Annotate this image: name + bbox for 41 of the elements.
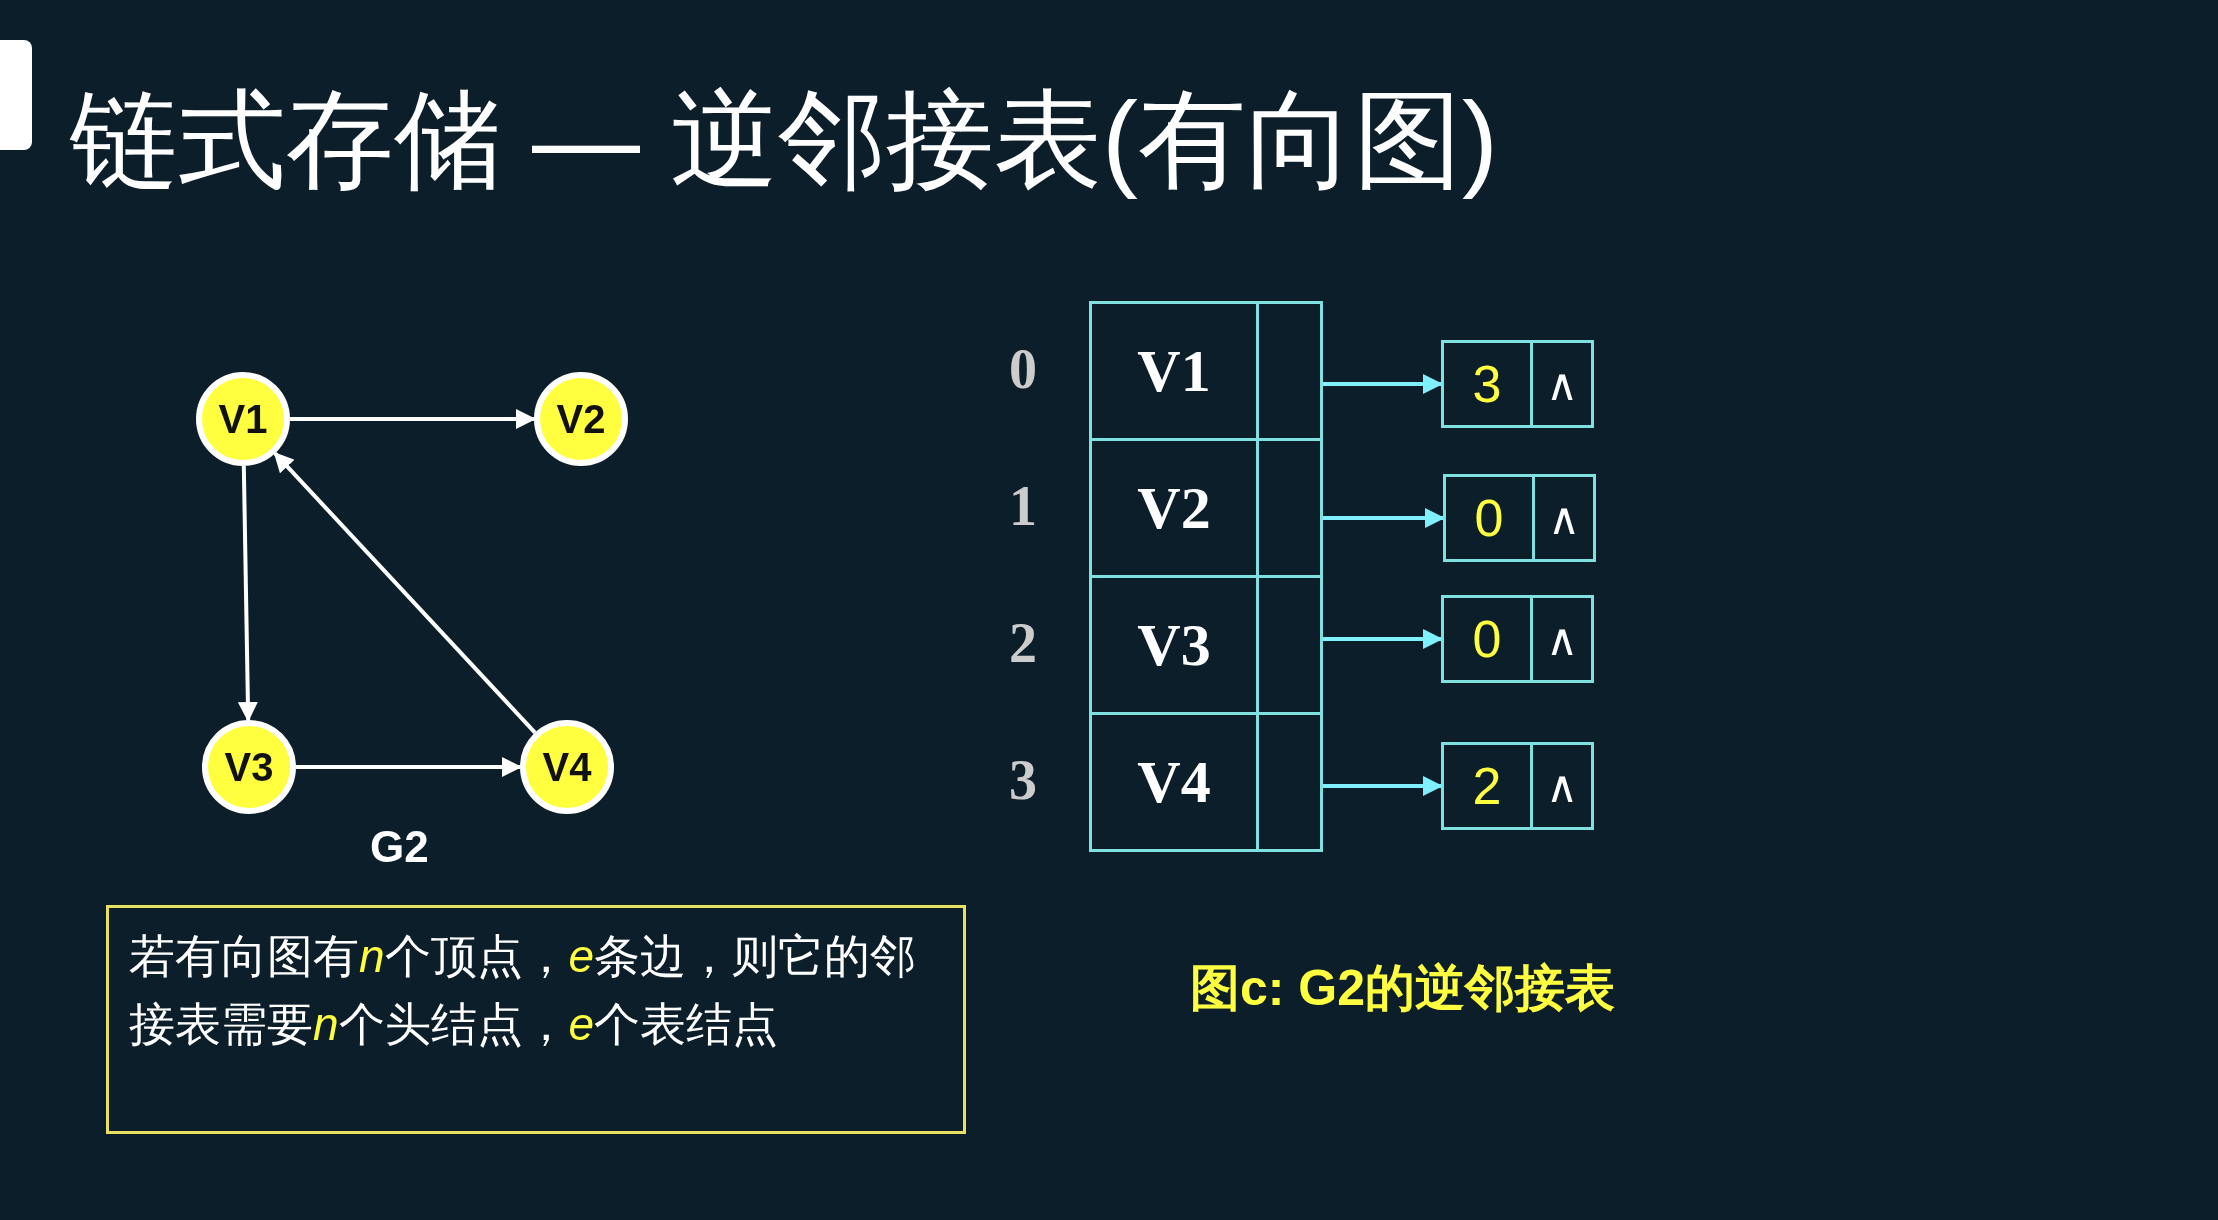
list-node [1443,474,1596,562]
figure-caption: 图c: G2的逆邻接表 [1190,959,1616,1018]
note-box [106,905,966,1134]
null-pointer: ∧ [1530,343,1591,425]
vertex-name: V1 [1137,336,1211,406]
adjacent-index: 0 [1473,488,1505,549]
vertex-label: V1 [218,396,268,442]
vertex-name: V4 [1137,747,1211,817]
vertex-name: V3 [1137,610,1211,680]
row-index: 2 [1009,611,1037,675]
arrow [1323,776,1443,796]
list-node [1441,595,1594,683]
head-node-row [1089,712,1323,852]
arrow [296,757,522,777]
list-node [1441,340,1594,428]
head-node-row [1089,575,1323,715]
arrow [1323,629,1443,649]
list-node [1441,742,1594,830]
note-text: 若有向图有n个顶点，e条边，则它的邻接表需要n个头结点，e个表结点 [129,929,918,1052]
arrow [237,465,258,722]
arrow [1323,374,1443,394]
arrow [273,451,537,734]
null-pointer: ∧ [1530,745,1591,827]
graph-caption: G2 [370,822,429,872]
adjacent-index: 3 [1471,354,1503,415]
row-index: 1 [1009,474,1037,538]
adjacent-index: 2 [1471,756,1503,817]
null-pointer: ∧ [1530,598,1591,680]
vertex-label: V3 [224,744,274,790]
head-node-row [1089,438,1323,578]
vertex-label: V2 [556,396,606,442]
vertex-label: V4 [542,744,592,790]
arrow [290,409,536,429]
row-index: 0 [1009,337,1037,401]
head-node-row [1089,301,1323,441]
arrow [1323,508,1445,528]
slide-title: 链式存储 — 逆邻接表(有向图) [70,78,1498,202]
row-index: 3 [1009,748,1037,812]
adjacent-index: 0 [1471,609,1503,670]
null-pointer: ∧ [1532,477,1593,559]
vertex-name: V2 [1137,473,1211,543]
